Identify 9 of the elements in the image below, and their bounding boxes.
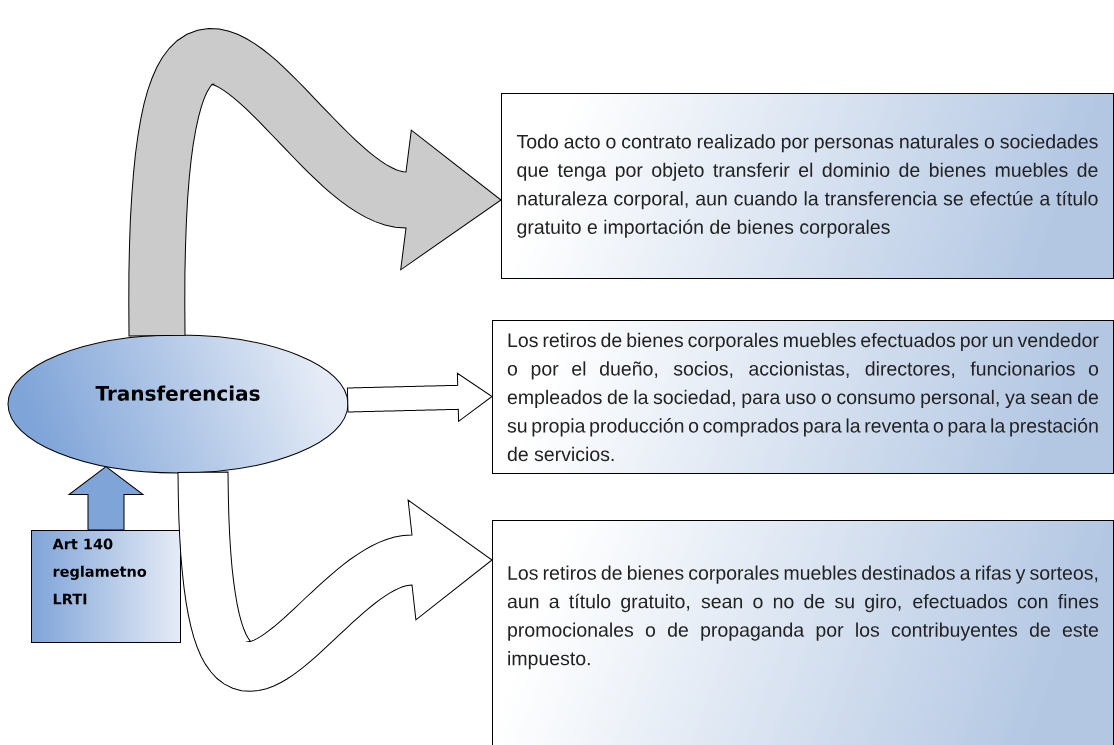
text-box: Todo acto o contrato realizado por personas naturales o sociedades que tenga por objeto transferir el dominio de bienes muebles de naturaleza corporal, aun cuando la transferencia se efectúe a título gratuito e importación de bienes corporales [501,93,1114,279]
block-arrow [68,466,144,531]
curved-block-arrow [128,28,502,337]
curved-block-arrow [177,471,493,692]
label-box: Art 140 reglametno LRTI [31,530,181,643]
ellipse-node: Transferencias [7,334,349,474]
text-box: Los retiros de bienes corporales muebles efectuados por un vendedor o por el dueño, socios, accionistas, directores, funcionarios o empleados de la sociedad, para uso o consumo personal, ya sean de su propia producción o comprados para la reventa o para la prestación de servicios. [492,320,1114,474]
block-arrow [346,372,493,422]
text-box: Los retiros de bienes corporales muebles destinados a rifas y sorteos, aun a título gratuito, sean o no de su giro, efectuados con fines promocionales o de propaganda por los contribuyentes de este impuesto. [492,520,1114,745]
